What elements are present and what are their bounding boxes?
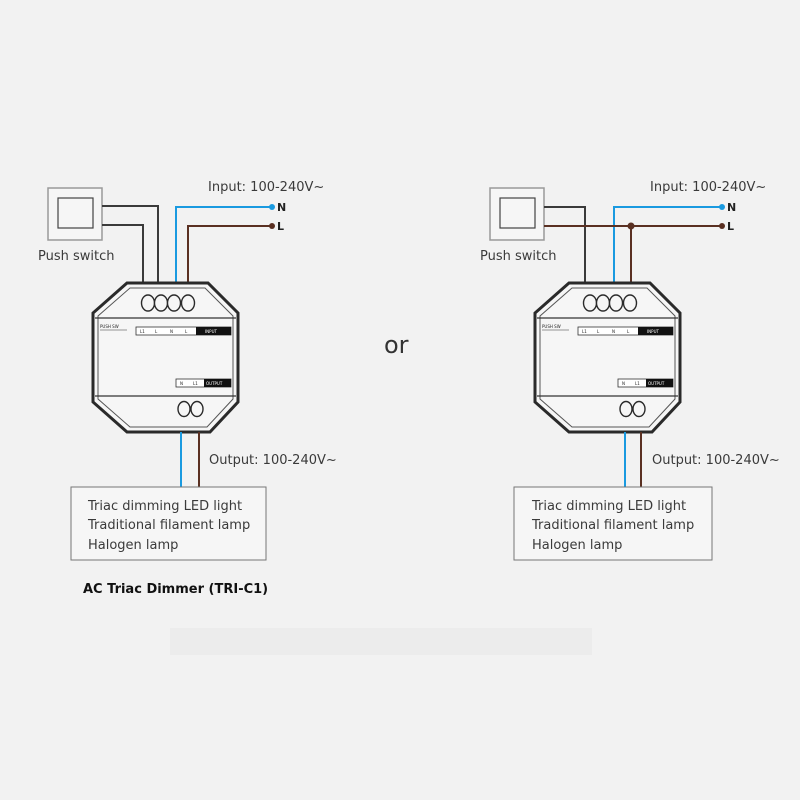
load-item: Traditional filament lamp — [531, 518, 694, 533]
terminal-label: L — [155, 329, 158, 334]
terminal-label: N — [612, 329, 615, 334]
input-tag: INPUT — [205, 329, 218, 334]
right-diagram: Push switch Input: 100-240V~ N L Output:… — [480, 180, 780, 561]
push-switch-label: Push switch — [38, 249, 115, 264]
n-label: N — [277, 201, 286, 214]
output-tag: OUTPUT — [648, 381, 665, 386]
output-label: Output: 100-240V~ — [209, 453, 337, 468]
load-box — [513, 486, 713, 561]
push-switch-button — [499, 197, 536, 229]
n-label: N — [727, 201, 736, 214]
junction-dot — [627, 222, 635, 230]
terminal-label: L1 — [635, 381, 640, 386]
switch-wire-2 — [102, 224, 144, 285]
input-label: Input: 100-240V~ — [208, 180, 324, 195]
dimmer-device — [533, 281, 682, 434]
push-marking: PUSH SW — [542, 324, 561, 329]
left-diagram: Push switch Input: 100-240V~ N L Output:… — [38, 180, 337, 597]
terminal-label: N — [170, 329, 173, 334]
input-label: Input: 100-240V~ — [650, 180, 766, 195]
neutral-wire — [613, 206, 722, 285]
input-tag: INPUT — [647, 329, 660, 334]
terminal-label: L1 — [193, 381, 198, 386]
neutral-wire — [175, 206, 272, 285]
terminal-label: L — [627, 329, 630, 334]
live-wire — [187, 225, 272, 285]
output-label: Output: 100-240V~ — [652, 453, 780, 468]
terminal-label: L1 — [582, 329, 587, 334]
load-item: Triac dimming LED light — [87, 499, 242, 514]
l-label: L — [277, 220, 284, 233]
dimmer-device — [91, 281, 240, 434]
output-tag: OUTPUT — [206, 381, 223, 386]
load-item: Halogen lamp — [532, 538, 622, 553]
terminal-label: N — [622, 381, 625, 386]
load-item: Halogen lamp — [88, 538, 178, 553]
switch-wire — [544, 206, 586, 285]
terminal-label: N — [180, 381, 183, 386]
load-box — [70, 486, 267, 561]
or-separator: or — [384, 331, 409, 359]
push-switch-button — [57, 197, 94, 229]
switch-wire-1 — [102, 205, 159, 285]
terminal-label: L1 — [140, 329, 145, 334]
n-terminal-dot — [269, 204, 275, 210]
load-item: Triac dimming LED light — [531, 499, 686, 514]
terminal-label: L — [597, 329, 600, 334]
caption: AC Triac Dimmer (TRI-C1) — [83, 582, 268, 597]
terminal-label: L — [185, 329, 188, 334]
l-terminal-dot — [269, 223, 275, 229]
n-terminal-dot — [719, 204, 725, 210]
faint-bar — [170, 628, 592, 655]
load-item: Traditional filament lamp — [87, 518, 250, 533]
l-label: L — [727, 220, 734, 233]
l-terminal-dot — [719, 223, 725, 229]
push-marking: PUSH SW — [100, 324, 119, 329]
push-switch-label: Push switch — [480, 249, 557, 264]
